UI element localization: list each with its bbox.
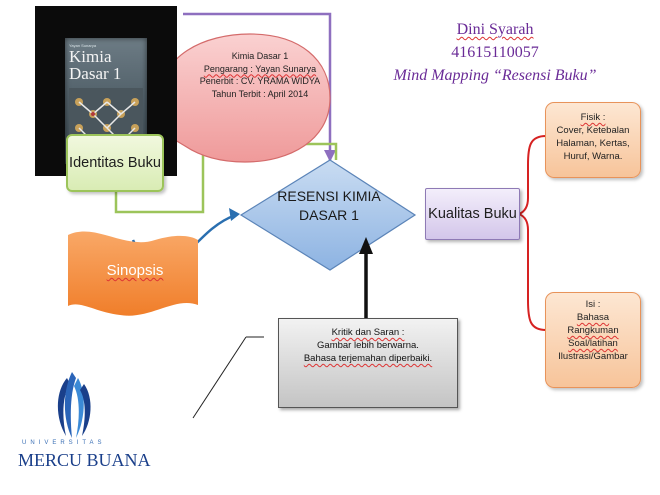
identity-publisher: Penerbit : CV. YRAMA WIDYA (199, 76, 321, 86)
sinopsis-banner (68, 231, 198, 316)
kritik-pointer-line (192, 336, 247, 419)
isi-item: Soal/latihan (568, 338, 618, 349)
kualitas-bracket (516, 135, 547, 331)
fisik-title: Fisik : (580, 112, 606, 123)
center-diamond (239, 159, 417, 271)
kritik-line: Bahasa terjemahan diperbaiki. (303, 353, 433, 364)
author-name: Dini Syarah (456, 21, 534, 38)
student-id: 41615110057 (451, 44, 539, 61)
page-header: Dini Syarah 41615110057 Mind Mapping “Re… (335, 18, 655, 87)
fisik-node: Fisik : Cover, Ketebalan Halaman, Kertas… (545, 102, 641, 178)
logo-mark (57, 372, 91, 438)
identity-connector-green (114, 142, 338, 214)
isi-item: Bahasa (576, 312, 610, 323)
book-cover-author: Yayan Sunarya (69, 43, 97, 48)
kritik-line: Gambar lebih berwarna. (317, 340, 419, 351)
identity-author: Pengarang : Yayan Sunarya (203, 63, 317, 74)
identity-connector-purple (183, 12, 332, 160)
kualitas-buku-node: Kualitas Buku (425, 188, 520, 240)
identity-year: Tahun Terbit : April 2014 (211, 88, 309, 99)
isi-node: Isi : Bahasa Rangkuman Soal/latihan Ilus… (545, 292, 641, 388)
identity-details: Kimia Dasar 1 Pengarang : Yayan Sunarya … (186, 50, 334, 100)
isi-title: Isi : (585, 299, 601, 310)
identitas-buku-node: Identitas Buku (66, 134, 164, 192)
center-node-label: RESENSI KIMIA DASAR 1 (277, 188, 381, 223)
isi-item: Ilustrasi/Gambar (558, 351, 628, 362)
fisik-body: Cover, Ketebalan Halaman, Kertas, Huruf,… (556, 125, 630, 162)
kritik-saran-node: Kritik dan Saran : Gambar lebih berwarna… (278, 318, 458, 408)
kualitas-buku-label: Kualitas Buku (428, 205, 517, 222)
page-title: Mind Mapping “Resensi Buku” (393, 67, 597, 84)
kritik-title: Kritik dan Saran : (331, 327, 405, 338)
logo-university-label: UNIVERSITAS (22, 440, 106, 446)
sinopsis-label: Sinopsis (106, 262, 164, 279)
logo-name: MERCU BUANA (18, 450, 151, 470)
book-cover-title: Kimia Dasar 1 (69, 47, 122, 83)
identity-title: Kimia Dasar 1 (231, 51, 289, 61)
identitas-buku-label: Identitas Buku (69, 154, 161, 171)
isi-item: Rangkuman (567, 325, 619, 336)
